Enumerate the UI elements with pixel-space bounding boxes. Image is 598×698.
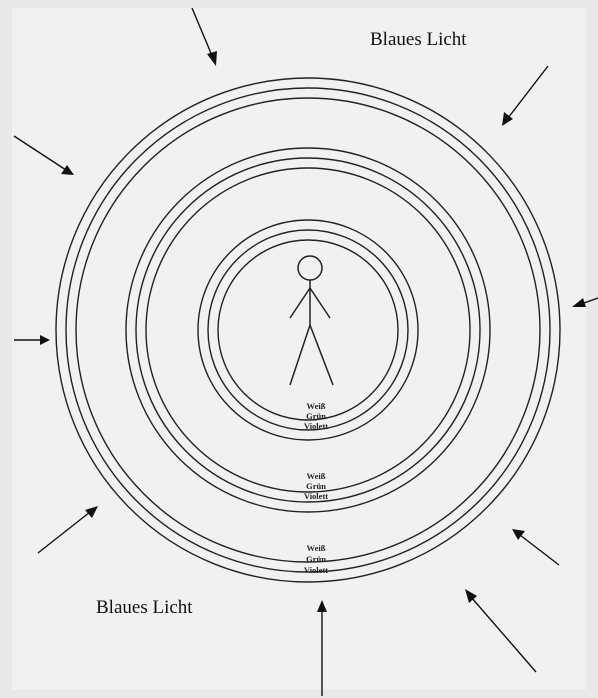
blue-light-label-bottom: Blaues Licht: [96, 597, 193, 618]
incoming-arrows: [14, 8, 598, 696]
ring-labels-outer: Weiß Grün Violett: [304, 543, 328, 575]
ring-label-middle-white: Weiß: [307, 471, 326, 481]
arrow-upper-right: [502, 66, 548, 126]
ring-labels-inner: Weiß Grün Violett: [304, 401, 328, 431]
ring-label-outer-white: Weiß: [307, 543, 326, 553]
ring-label-middle-green: Grün: [306, 481, 326, 491]
arrow-lower-left: [38, 506, 98, 553]
stick-figure: [290, 256, 333, 385]
arrow-top: [192, 8, 217, 66]
arrow-right: [572, 298, 598, 307]
ring-labels-middle: Weiß Grün Violett: [304, 471, 328, 501]
arrow-bottom-right: [465, 589, 536, 672]
figure-left-arm: [290, 288, 310, 318]
figure-head: [298, 256, 322, 280]
arrow-bottom-center: [317, 600, 327, 696]
ring-label-outer-green: Grün: [306, 554, 326, 564]
ring-label-inner-green: Grün: [306, 411, 326, 421]
blue-light-label-top: Blaues Licht: [370, 29, 467, 50]
figure-left-leg: [290, 325, 310, 385]
ring-label-inner-white: Weiß: [307, 401, 326, 411]
ring-label-inner-violet: Violett: [304, 421, 328, 431]
figure-right-leg: [310, 325, 333, 385]
figure-right-arm: [310, 288, 330, 318]
ring-label-outer-violet: Violett: [304, 565, 328, 575]
arrow-lower-right: [512, 529, 559, 565]
arrow-left: [14, 335, 50, 345]
ring-label-middle-violet: Violett: [304, 491, 328, 501]
arrow-upper-left: [14, 136, 74, 175]
